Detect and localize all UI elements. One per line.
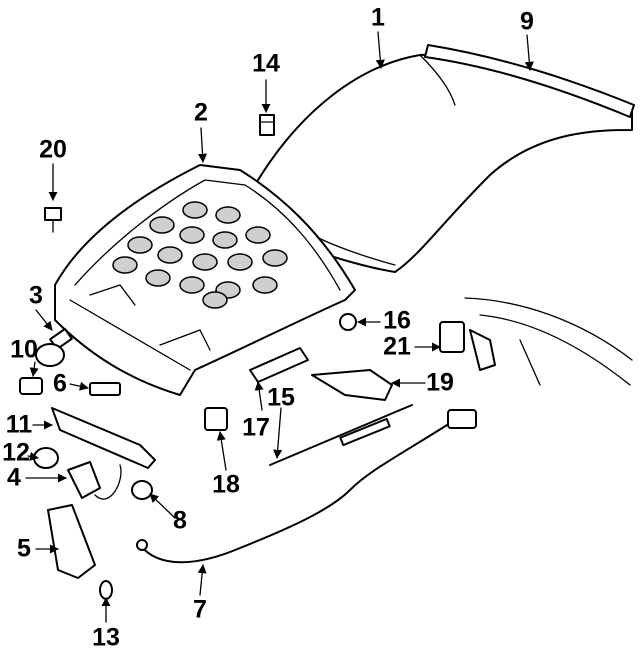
- callout-1[interactable]: 1: [371, 3, 385, 32]
- bracket-21-part: [439, 321, 496, 371]
- screw-16-part: [339, 313, 357, 331]
- bumper-10-part: [35, 343, 65, 367]
- bolt-14-part: [259, 114, 275, 136]
- callout-7[interactable]: 7: [193, 595, 207, 624]
- callout-14[interactable]: 14: [252, 49, 280, 78]
- callout-3[interactable]: 3: [29, 281, 43, 310]
- bracket-17-part: [249, 347, 309, 383]
- body-fender-area: [464, 297, 633, 386]
- support-11-part: [51, 407, 156, 469]
- callout-15[interactable]: 15: [267, 383, 295, 412]
- leader-lines: [25, 31, 534, 623]
- clip-6-part: [89, 382, 121, 396]
- callout-9[interactable]: 9: [520, 7, 534, 36]
- pad-10-part: [19, 377, 43, 395]
- callout-5[interactable]: 5: [17, 534, 31, 563]
- callout-12[interactable]: 12: [2, 438, 30, 467]
- plug-13-part: [99, 580, 113, 600]
- callout-17[interactable]: 17: [242, 413, 270, 442]
- callout-21[interactable]: 21: [383, 332, 411, 361]
- prop-rod-15-part: [269, 404, 413, 466]
- callout-2[interactable]: 2: [194, 98, 208, 127]
- callout-20[interactable]: 20: [39, 135, 67, 164]
- hinge-19-part: [311, 369, 393, 401]
- callout-13[interactable]: 13: [92, 623, 120, 652]
- hood-inner-panel-part: [54, 164, 356, 396]
- callout-4[interactable]: 4: [7, 463, 21, 492]
- clip-18-part: [204, 407, 228, 431]
- grommet-8-part: [131, 480, 153, 500]
- callout-16[interactable]: 16: [383, 306, 411, 335]
- callout-10[interactable]: 10: [10, 335, 38, 364]
- callout-6[interactable]: 6: [53, 369, 67, 398]
- callout-8[interactable]: 8: [173, 506, 187, 535]
- callout-19[interactable]: 19: [426, 368, 454, 397]
- latch-4-part: [67, 461, 122, 500]
- inner-panel-holes: [112, 201, 288, 309]
- bolt-20-part: [44, 207, 62, 233]
- callout-18[interactable]: 18: [212, 470, 240, 499]
- release-5-part: [47, 504, 96, 579]
- callout-11[interactable]: 11: [5, 410, 33, 439]
- weatherstrip-part: [424, 44, 635, 118]
- release-cable-7-part: [136, 409, 477, 564]
